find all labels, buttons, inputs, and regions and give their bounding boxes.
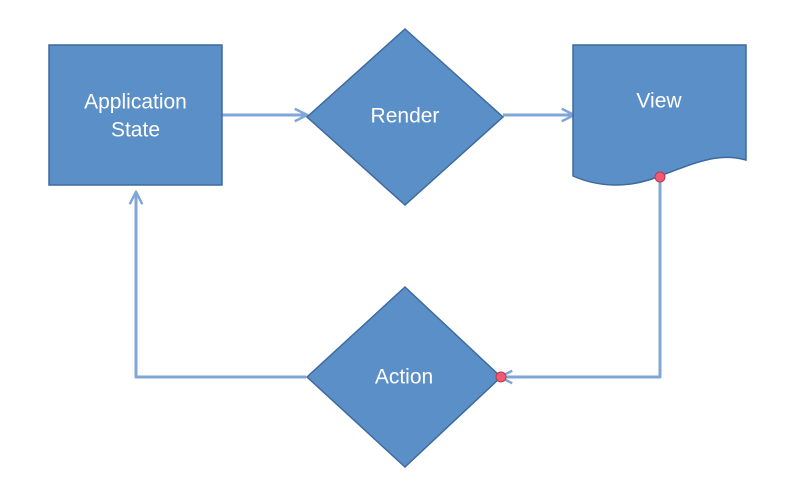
action-connection-point[interactable] — [495, 371, 507, 383]
node-action[interactable]: Action — [305, 285, 503, 469]
render-label: Render — [371, 105, 440, 128]
node-application-state[interactable]: Application State — [48, 44, 223, 186]
edge-view-to-action — [501, 177, 662, 377]
connectors — [136, 115, 662, 379]
application-state-label-line1: Application — [84, 91, 187, 114]
edge-action-to-state — [136, 193, 306, 379]
view-document-shape — [572, 44, 747, 186]
render-diamond-shape — [305, 27, 505, 207]
application-state-label-line2: State — [111, 119, 160, 142]
view-label: View — [636, 90, 682, 113]
node-render[interactable]: Render — [305, 27, 505, 207]
action-label: Action — [375, 366, 433, 389]
view-connection-point[interactable] — [654, 171, 666, 183]
action-diamond-shape — [305, 285, 503, 469]
node-view[interactable]: View — [572, 44, 747, 186]
application-state-shape — [48, 44, 223, 186]
